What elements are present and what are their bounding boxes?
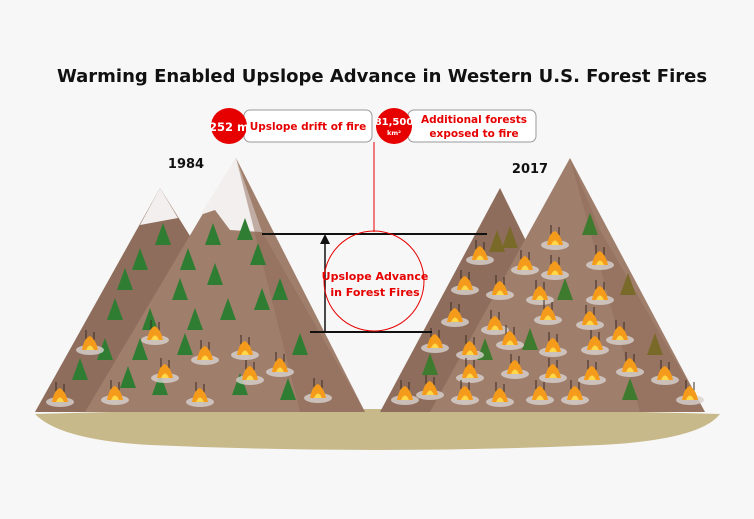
tree-icon (142, 308, 158, 330)
tree-icon (250, 243, 266, 265)
tree-icon (254, 288, 270, 310)
fire-icon (451, 380, 479, 405)
fire-icon (421, 328, 449, 353)
tree-icon (422, 353, 438, 375)
fire-icon (391, 380, 419, 405)
fire-icon (576, 305, 604, 330)
fire-icon (456, 335, 484, 360)
drift-value: 252 m (209, 120, 249, 134)
tree-icon (292, 333, 308, 355)
tree-icon (557, 278, 573, 300)
fire-icon (581, 330, 609, 355)
forest-unit: km² (387, 129, 401, 137)
fire-icon (511, 250, 539, 275)
fire-icon (416, 375, 444, 400)
callout-circle (323, 230, 425, 332)
fire-icon (526, 280, 554, 305)
fire-icon (451, 270, 479, 295)
fire-icon (539, 332, 567, 357)
tree-icon (97, 338, 113, 360)
fire-icon (466, 240, 494, 265)
tree-icon (132, 248, 148, 270)
fire-icon (441, 302, 469, 327)
tree-icon (132, 338, 148, 360)
fire-icon (651, 360, 679, 385)
callout-line-1: Upslope Advance (322, 270, 429, 283)
tree-icon (237, 218, 253, 240)
forest-label-1: Additional forests (421, 114, 527, 126)
fire-icon (236, 360, 264, 385)
tree-icon (622, 378, 638, 400)
tree-icon (502, 226, 518, 248)
fire-icon (266, 352, 294, 377)
fire-icon (101, 380, 129, 405)
tree-icon (647, 333, 663, 355)
tree-icon (172, 278, 188, 300)
fire-icon (76, 330, 104, 355)
tree-icon (152, 373, 168, 395)
ground (35, 409, 720, 450)
arrow-head-icon (320, 234, 330, 244)
tree-icon (522, 328, 538, 350)
fire-icon (486, 382, 514, 407)
fire-icon (486, 275, 514, 300)
badge-circle-drift (211, 108, 247, 144)
year-2017: 2017 (512, 162, 548, 177)
tree-icon (207, 263, 223, 285)
fire-icon (526, 380, 554, 405)
fire-icon (606, 320, 634, 345)
tree-icon (117, 268, 133, 290)
year-1984: 1984 (168, 157, 204, 172)
fire-icon (481, 310, 509, 335)
fire-icon (456, 358, 484, 383)
forest-label-2: exposed to fire (429, 128, 518, 140)
fire-icon (304, 378, 332, 403)
fire-icon (586, 280, 614, 305)
fire-icon (541, 225, 569, 250)
tree-icon (177, 333, 193, 355)
tree-icon (280, 378, 296, 400)
fire-icon (561, 380, 589, 405)
fire-icon (539, 358, 567, 383)
fire-icon (676, 380, 704, 405)
tree-icon (72, 358, 88, 380)
tree-icon (620, 273, 636, 295)
fire-icon (586, 245, 614, 270)
fire-icon (496, 325, 524, 350)
fire-icon (141, 320, 169, 345)
fire-icon (231, 335, 259, 360)
fire-icon (151, 358, 179, 383)
drift-label: Upslope drift of fire (250, 121, 366, 133)
fire-icon (501, 354, 529, 379)
fire-icon (578, 360, 606, 385)
callout-line-2: in Forest Fires (330, 286, 420, 299)
fire-icon (534, 300, 562, 325)
fire-icon (541, 255, 569, 280)
fire-icon (616, 352, 644, 377)
tree-icon (120, 366, 136, 388)
tree-icon (205, 223, 221, 245)
trees (72, 213, 663, 400)
tree-icon (180, 248, 196, 270)
tree-icon (107, 298, 123, 320)
tree-icon (155, 223, 171, 245)
tree-icon (272, 278, 288, 300)
tree-icon (187, 308, 203, 330)
tree-icon (220, 298, 236, 320)
tree-icon (582, 213, 598, 235)
fires (46, 225, 704, 407)
fire-icon (186, 382, 214, 407)
tree-icon (232, 373, 248, 395)
fire-icon (191, 340, 219, 365)
fire-icon (46, 382, 74, 407)
tree-icon (489, 230, 505, 252)
badge-circle-forest (376, 108, 412, 144)
forest-value: 81,500 (375, 117, 414, 128)
title: Warming Enabled Upslope Advance in Weste… (57, 66, 707, 87)
